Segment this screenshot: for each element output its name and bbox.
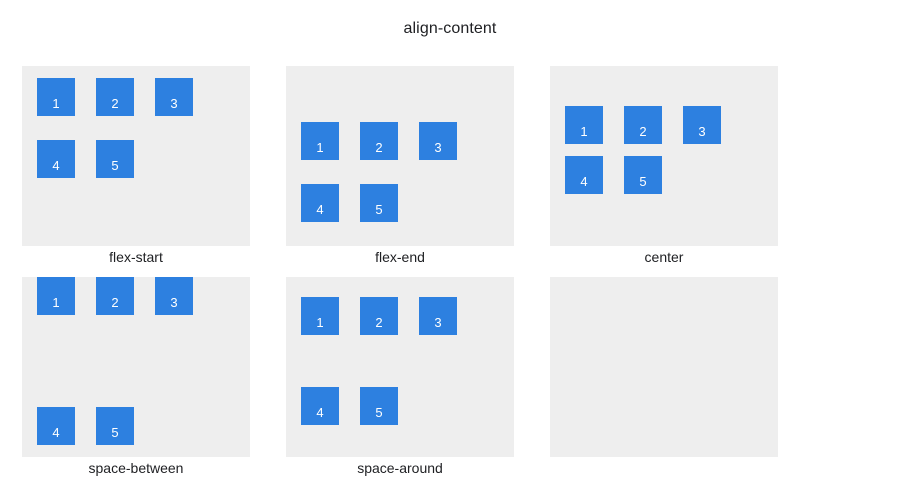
flex-item: 4 — [37, 407, 75, 445]
flex-item-wrapper: 1 — [301, 122, 360, 172]
flex-item: 3 — [419, 122, 457, 160]
flex-item: 4 — [565, 156, 603, 194]
align-content-demo-grid: 1 2 3 4 5 flex-start 1 2 — [22, 66, 778, 477]
flex-container-flex-end: 1 2 3 4 5 — [286, 66, 514, 246]
flex-item-wrapper: 3 — [683, 106, 742, 156]
flex-item: 1 — [565, 106, 603, 144]
flex-item: 3 — [683, 106, 721, 144]
demo-cell-space-between: 1 2 3 4 5 space-between — [22, 277, 250, 477]
flex-item: 2 — [360, 297, 398, 335]
flex-item: 3 — [155, 78, 193, 116]
flex-item: 2 — [96, 277, 134, 315]
flex-item: 5 — [96, 140, 134, 178]
flex-item-wrapper: 5 — [96, 407, 155, 457]
flex-item: 1 — [301, 297, 339, 335]
flex-item: 3 — [419, 297, 457, 335]
panel-label-empty — [550, 459, 778, 477]
flex-item-wrapper: 1 — [37, 277, 96, 327]
panel-label-space-around: space-around — [357, 460, 443, 476]
flex-item-wrapper: 4 — [301, 184, 360, 234]
flex-item-wrapper: 3 — [419, 122, 478, 172]
panel-label-flex-start: flex-start — [109, 249, 163, 265]
flex-item-wrapper: 1 — [565, 106, 624, 156]
panel-label-flex-end: flex-end — [375, 249, 425, 265]
flex-item: 3 — [155, 277, 193, 315]
demo-cell-space-around: 1 2 3 4 5 space-around — [286, 277, 514, 477]
demo-cell-flex-end: 1 2 3 4 5 flex-end — [286, 66, 514, 266]
flex-item: 5 — [624, 156, 662, 194]
demo-cell-empty — [550, 277, 778, 477]
flex-item: 5 — [96, 407, 134, 445]
flex-item-wrapper: 2 — [96, 78, 155, 128]
flex-item: 5 — [360, 184, 398, 222]
flex-item: 4 — [301, 184, 339, 222]
flex-item: 4 — [37, 140, 75, 178]
demo-cell-center: 1 2 3 4 5 center — [550, 66, 778, 266]
flex-container-space-between: 1 2 3 4 5 — [22, 277, 250, 457]
flex-item-wrapper: 3 — [155, 277, 214, 327]
flex-item: 1 — [301, 122, 339, 160]
flex-item: 1 — [37, 277, 75, 315]
flex-item-wrapper: 2 — [360, 297, 419, 347]
flex-item-wrapper: 5 — [96, 140, 155, 190]
flex-item-wrapper: 2 — [96, 277, 155, 327]
flex-item-wrapper: 4 — [37, 407, 96, 457]
flex-item-wrapper: 2 — [624, 106, 683, 156]
flex-item: 2 — [96, 78, 134, 116]
flex-item: 5 — [360, 387, 398, 425]
flex-item-wrapper: 1 — [301, 297, 360, 347]
flex-item: 2 — [624, 106, 662, 144]
flex-item-wrapper: 5 — [624, 156, 683, 206]
flex-item-wrapper: 5 — [360, 387, 419, 437]
page-title: align-content — [403, 20, 497, 37]
flex-container-center: 1 2 3 4 5 — [550, 66, 778, 246]
panel-label-center: center — [644, 249, 684, 265]
flex-item: 4 — [301, 387, 339, 425]
flex-item: 1 — [37, 78, 75, 116]
demo-cell-flex-start: 1 2 3 4 5 flex-start — [22, 66, 250, 266]
flex-item: 2 — [360, 122, 398, 160]
flex-item-wrapper: 4 — [37, 140, 96, 190]
flex-item-wrapper: 5 — [360, 184, 419, 234]
flex-container-space-around: 1 2 3 4 5 — [286, 277, 514, 457]
flex-container-flex-start: 1 2 3 4 5 — [22, 66, 250, 246]
panel-label-space-between: space-between — [88, 460, 184, 476]
flex-container-empty — [550, 277, 778, 457]
flex-item-wrapper: 3 — [419, 297, 478, 347]
flex-item-wrapper: 2 — [360, 122, 419, 172]
flex-item-wrapper: 4 — [301, 387, 360, 437]
flex-item-wrapper: 4 — [565, 156, 624, 206]
flex-item-wrapper: 1 — [37, 78, 96, 128]
flex-item-wrapper: 3 — [155, 78, 214, 128]
